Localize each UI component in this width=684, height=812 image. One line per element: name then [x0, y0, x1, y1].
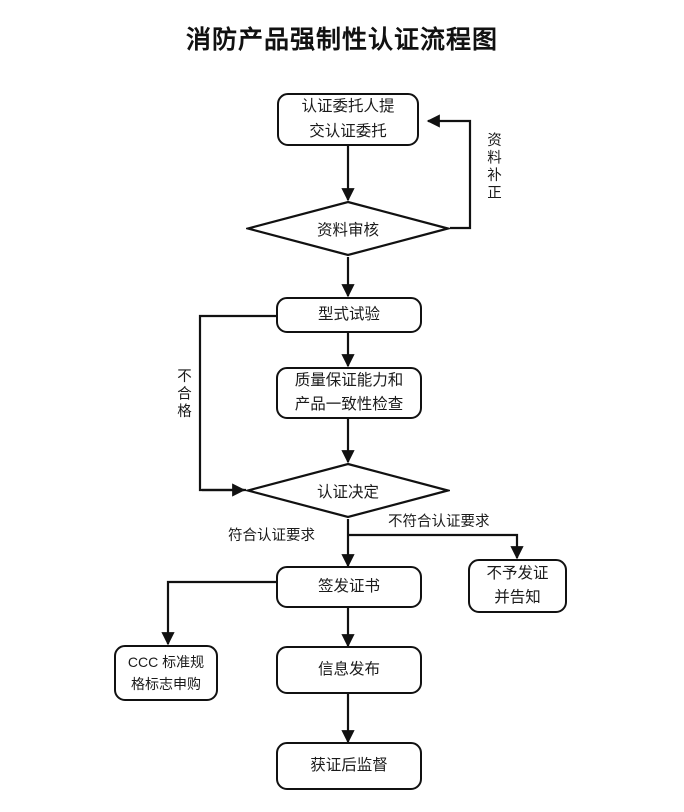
node-doc-review-label: 资料审核: [316, 221, 379, 239]
node-type-test[interactable]: 型式试验: [276, 297, 422, 333]
edge-label-nonconform: 不符合认证要求: [388, 514, 490, 530]
edge-label-conform: 符合认证要求: [228, 528, 315, 544]
edge-label-fail: 不合格: [175, 368, 191, 421]
edge-decision-to-no-cert: [348, 533, 524, 560]
node-ccc-mark[interactable]: CCC 标准规 格标志申购: [114, 645, 218, 701]
node-quality-check[interactable]: 质量保证能力和 产品一致性检查: [276, 367, 422, 419]
node-no-cert[interactable]: 不予发证 并告知: [468, 559, 567, 613]
node-post-supervise[interactable]: 获证后监督: [276, 742, 422, 790]
edge-issue-cert-to-ccc-mark: [161, 580, 276, 646]
diamond-shape-doc-review: [246, 200, 450, 257]
diamond-shape-decision: [246, 462, 450, 519]
node-info-publish[interactable]: 信息发布: [276, 646, 422, 694]
node-doc-review[interactable]: 资料审核: [246, 200, 450, 257]
node-issue-cert[interactable]: 签发证书: [276, 566, 422, 608]
edge-label-doc-supplement: 资料补正: [485, 132, 501, 202]
page-title: 消防产品强制性认证流程图: [185, 26, 498, 54]
node-apply[interactable]: 认证委托人提 交认证委托: [277, 93, 419, 146]
node-decision[interactable]: 认证决定: [246, 462, 450, 519]
node-decision-label: 认证决定: [316, 483, 379, 501]
